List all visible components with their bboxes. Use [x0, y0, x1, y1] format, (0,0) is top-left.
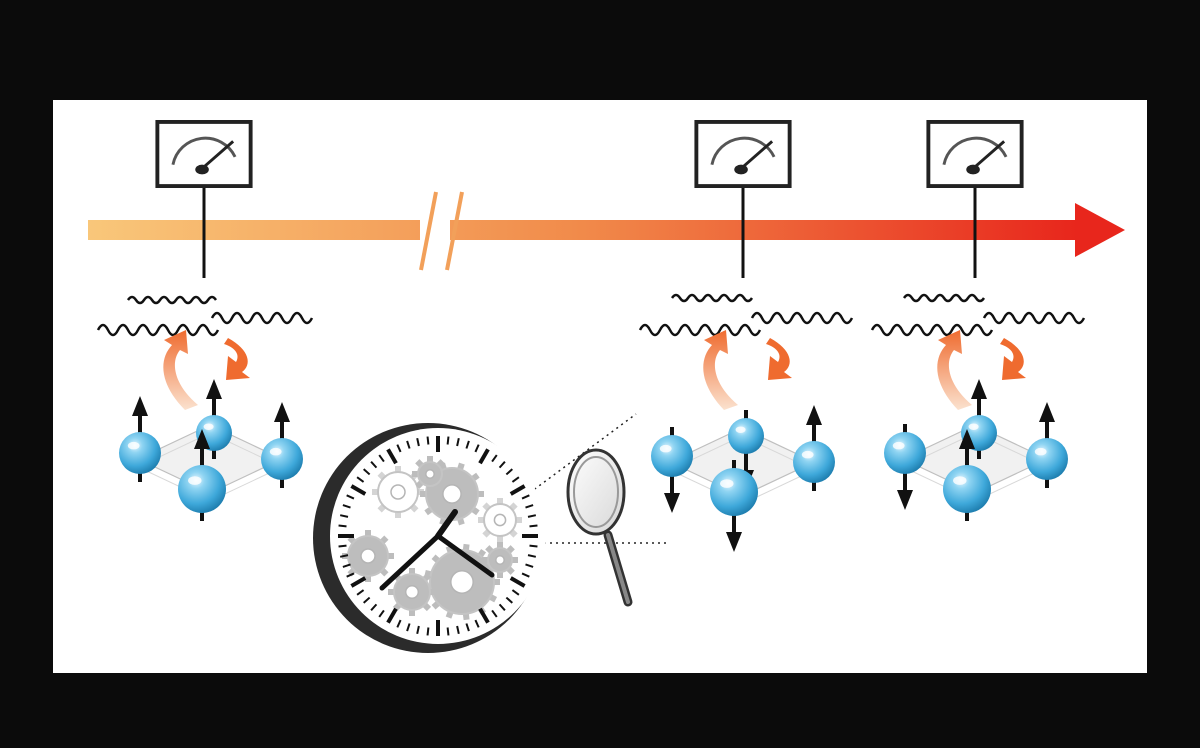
magnifier-icon: [566, 448, 633, 607]
clock-tick: [378, 454, 385, 463]
clock-tick: [356, 476, 365, 483]
clock-tick: [465, 440, 470, 449]
clock-tick: [456, 437, 460, 447]
spin-lattice-3: [884, 379, 1068, 521]
clock-tick: [491, 609, 498, 618]
wave-icon: [638, 293, 854, 337]
clock-tick: [521, 572, 530, 578]
clock-tick: [426, 627, 430, 636]
gauge-icon: [694, 120, 792, 188]
clock-tick: [346, 572, 355, 578]
clock-tick: [498, 603, 506, 611]
clock-tick: [416, 625, 420, 635]
diagram-panel: [53, 100, 1147, 673]
clock-tick: [426, 436, 430, 445]
clock-tick: [525, 563, 534, 568]
energy-exchange-arrows-1: [163, 330, 250, 410]
clock-tick: [498, 461, 506, 469]
clock-tick: [396, 619, 402, 628]
spin-ball: [710, 468, 758, 516]
clock-tick: [527, 514, 537, 518]
wave-icon: [96, 295, 314, 337]
clock-tick: [370, 461, 378, 469]
clock-tick: [509, 576, 526, 588]
spin-ball: [728, 418, 764, 454]
clock-tick: [529, 544, 538, 548]
clock-tick: [505, 468, 513, 476]
spin-ball: [884, 432, 926, 474]
clock-tick: [342, 563, 351, 568]
clock-tick: [339, 514, 349, 518]
gear-icon: [372, 466, 424, 518]
clock-tick: [529, 524, 538, 528]
clock-tick: [465, 623, 470, 632]
energy-exchange-arrows-2: [703, 330, 792, 410]
clock-tick: [386, 448, 398, 465]
clock-tick: [363, 596, 371, 604]
spin-lattice-2: [651, 405, 835, 552]
clock-tick: [446, 627, 450, 636]
timeline-arrow: [88, 203, 1125, 257]
meter-1: [155, 120, 253, 278]
clock-tick: [370, 603, 378, 611]
spin-lattice-1: [119, 379, 303, 521]
energy-exchange-arrows-3: [937, 330, 1026, 410]
clock-tick: [509, 484, 526, 496]
clock-tick: [521, 494, 530, 500]
clock-tick: [339, 554, 349, 558]
clock-icon: [313, 423, 546, 653]
clock-tick: [346, 494, 355, 500]
clock-tick: [527, 554, 537, 558]
spin-ball: [119, 432, 161, 474]
clock-tick: [386, 607, 398, 624]
meter-2: [694, 120, 792, 278]
clock-tick: [356, 589, 365, 596]
wave-icon: [870, 293, 1086, 337]
clock-tick: [342, 504, 351, 509]
spin-ball: [943, 465, 991, 513]
meter-3: [926, 120, 1024, 278]
axis-break-icon: [419, 191, 464, 275]
gear-icon: [412, 456, 448, 492]
clock-tick: [396, 444, 402, 453]
clock-tick: [491, 454, 498, 463]
spin-ball: [651, 435, 693, 477]
gear-icon: [478, 498, 522, 542]
clock-tick: [378, 609, 385, 618]
gauge-icon: [155, 120, 253, 188]
clock-tick: [350, 484, 367, 496]
clock-tick: [478, 448, 490, 465]
clock-tick: [478, 607, 490, 624]
clock-tick: [474, 619, 480, 628]
clock-tick: [505, 596, 513, 604]
clock-hour-hand: [435, 533, 495, 578]
clock-tick: [446, 436, 450, 445]
spin-ball: [1026, 438, 1068, 480]
clock-tick: [338, 544, 347, 548]
clock-minute-hand: [379, 533, 441, 591]
clock-tick: [511, 476, 520, 483]
clock-tick: [416, 437, 420, 447]
spin-ball: [793, 441, 835, 483]
clock-tick: [525, 504, 534, 509]
clock-tick: [350, 576, 367, 588]
spin-ball: [178, 465, 226, 513]
clock-tick: [474, 444, 480, 453]
clock-tick: [363, 468, 371, 476]
clock-tick: [338, 524, 347, 528]
clock-tick: [406, 623, 411, 632]
clock-tick: [406, 440, 411, 449]
clock-tick: [511, 589, 520, 596]
gauge-icon: [926, 120, 1024, 188]
spin-ball: [261, 438, 303, 480]
clock-tick: [456, 625, 460, 635]
